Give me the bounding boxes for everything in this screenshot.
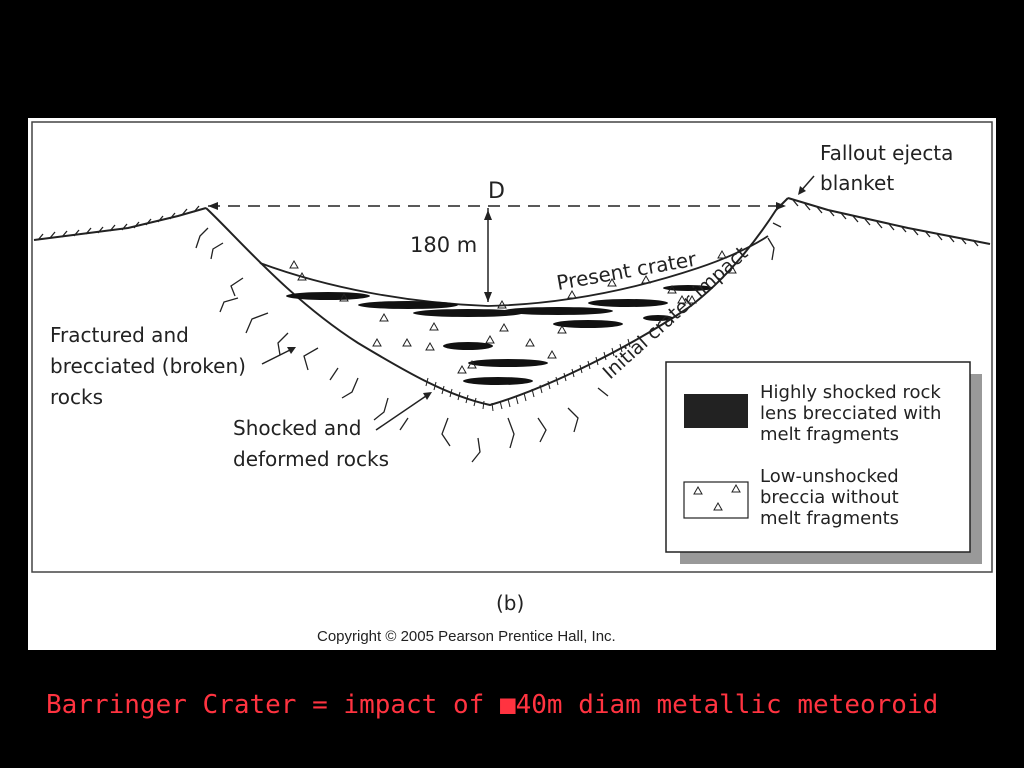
legend-item2-line3: melt fragments [760,508,899,529]
depth-arrow-top [484,210,492,220]
legend-item1-line3: melt fragments [760,424,899,445]
fracture-cracks [195,222,782,463]
diameter-arrow-right [776,202,786,210]
melt-lenses [286,285,713,385]
legend-swatch-breccia [683,481,749,519]
ground-hatch-right [792,199,979,247]
legend-box [665,361,971,553]
initial-crater-outline [205,197,789,407]
legend-breccia-triangles [693,483,741,511]
fractured-label-line1: Fractured and [50,323,189,347]
ground-surface-left [33,207,207,241]
shocked-label-line1: Shocked and [233,416,361,440]
shocked-fringe [425,338,631,412]
depth-arrow-bottom [484,292,492,302]
fractured-label-line3: rocks [50,385,103,409]
fallout-arrow-head [798,186,806,195]
crater-diagram: D 180 m Present crater Initial crater im… [31,121,993,645]
fallout-label-line1: Fallout ejecta [820,141,953,165]
slide-caption: Barringer Crater = impact of ■40m diam m… [46,690,939,720]
legend-swatch-melt [684,394,748,428]
present-crater-floor [259,235,769,307]
fractured-pointer [261,349,291,365]
ground-surface-right [787,197,991,245]
depth-label: 180 m [410,233,477,257]
shocked-pointer [375,395,427,431]
diameter-label: D [488,179,505,204]
fractured-arrow-head [287,347,296,354]
legend-item1-line1: Highly shocked rock [760,382,941,403]
breccia-triangles [289,249,737,374]
crater-figure: D 180 m Present crater Initial crater im… [28,118,996,650]
legend-item1-line2: lens brecciated with [760,403,941,424]
diameter-arrow-left [208,202,218,210]
legend-item2-line1: Low-unshocked [760,466,899,487]
legend-item2-line2: breccia without [760,487,899,508]
diagram-frame [31,121,993,573]
fallout-label-line2: blanket [820,171,894,195]
fractured-label-line2: brecciated (broken) [50,354,246,378]
shocked-label-line2: deformed rocks [233,447,389,471]
shocked-arrow-head [423,392,432,400]
subfigure-label: (b) [496,591,524,615]
ground-hatch-left [37,205,200,241]
copyright-text: Copyright © 2005 Pearson Prentice Hall, … [317,628,616,645]
